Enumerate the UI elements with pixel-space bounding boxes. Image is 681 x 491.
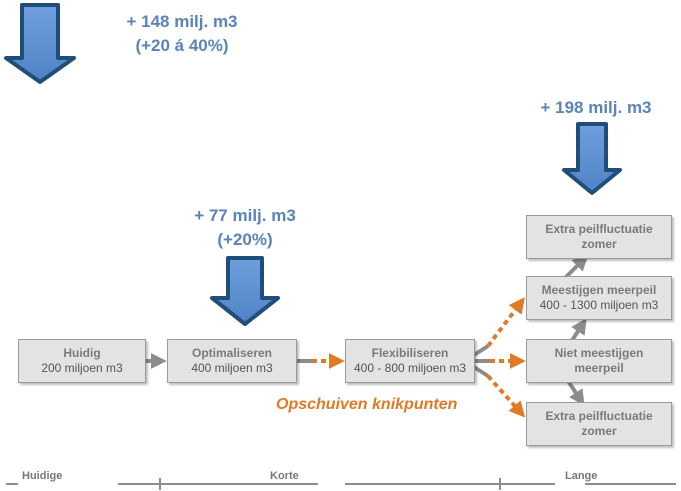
arrow-down-icon-lange bbox=[562, 122, 622, 195]
connector-flex-meestijgen bbox=[486, 297, 525, 348]
timeline-label-huidige: Huidige bbox=[22, 470, 63, 482]
timeline-axis bbox=[6, 478, 676, 490]
box-niet-meestijgen-line2: meerpeil bbox=[574, 361, 624, 375]
box-extra-bottom: Extra peilfluctuatie zomer bbox=[526, 402, 672, 446]
callout-optimaliseren-amount: + 77 milj. m3 bbox=[194, 206, 296, 225]
connector-flex-extra-bottom bbox=[486, 374, 526, 418]
arrow-down-icon-top bbox=[4, 3, 76, 84]
connector-flex-lower-stub bbox=[472, 365, 490, 378]
box-niet-meestijgen: Niet meestijgen meerpeil bbox=[526, 339, 672, 383]
connector-meestijgen-extra-top bbox=[563, 254, 589, 280]
box-meestijgen-title: Meestijgen meerpeil bbox=[541, 283, 657, 297]
box-meestijgen: Meestijgen meerpeil 400 - 1300 miljoen m… bbox=[526, 276, 672, 320]
box-extra-bottom-line2: zomer bbox=[581, 424, 617, 438]
callout-optimaliseren: + 77 milj. m3 (+20%) bbox=[170, 204, 320, 252]
timeline-label-lange: Lange bbox=[565, 470, 598, 482]
connector-niet-extra-bottom bbox=[566, 379, 585, 406]
box-optimaliseren-sub: 400 miljoen m3 bbox=[191, 361, 273, 375]
callout-top-percent: (+20 á 40%) bbox=[135, 36, 229, 55]
callout-lange: + 198 milj. m3 bbox=[520, 96, 672, 120]
box-extra-top-line1: Extra peilfluctuatie bbox=[545, 222, 653, 236]
box-meestijgen-sub: 400 - 1300 miljoen m3 bbox=[539, 298, 659, 312]
connector-flex-upper-stub bbox=[472, 344, 490, 357]
box-huidig-title: Huidig bbox=[63, 346, 101, 360]
callout-top: + 148 milj. m3 (+20 á 40%) bbox=[106, 10, 258, 58]
box-extra-top-line2: zomer bbox=[581, 237, 617, 251]
box-huidig: Huidig 200 miljoen m3 bbox=[18, 339, 146, 383]
callout-lange-amount: + 198 milj. m3 bbox=[540, 98, 652, 117]
box-optimaliseren-title: Optimaliseren bbox=[191, 346, 273, 360]
note-opschuiven-knikpunten: Opschuiven knikpunten bbox=[276, 396, 458, 413]
box-extra-bottom-line1: Extra peilfluctuatie bbox=[545, 409, 653, 423]
box-flexibiliseren-title: Flexibiliseren bbox=[371, 346, 449, 360]
timeline-label-korte: Korte bbox=[270, 470, 299, 482]
box-optimaliseren: Optimaliseren 400 miljoen m3 bbox=[167, 339, 297, 383]
callout-optimaliseren-percent: (+20%) bbox=[217, 230, 273, 249]
connector-meestijgen-niet bbox=[569, 317, 587, 344]
connectors-orange bbox=[312, 297, 526, 418]
box-flexibiliseren-sub: 400 - 800 miljoen m3 bbox=[353, 361, 467, 375]
box-flexibiliseren: Flexibiliseren 400 - 800 miljoen m3 bbox=[345, 339, 475, 383]
connectors-gray bbox=[146, 254, 589, 406]
box-extra-top: Extra peilfluctuatie zomer bbox=[526, 215, 672, 259]
callout-top-amount: + 148 milj. m3 bbox=[126, 12, 238, 31]
box-niet-meestijgen-line1: Niet meestijgen bbox=[554, 346, 644, 360]
box-huidig-sub: 200 miljoen m3 bbox=[41, 361, 123, 375]
arrow-down-icon-optimaliseren bbox=[210, 256, 280, 326]
